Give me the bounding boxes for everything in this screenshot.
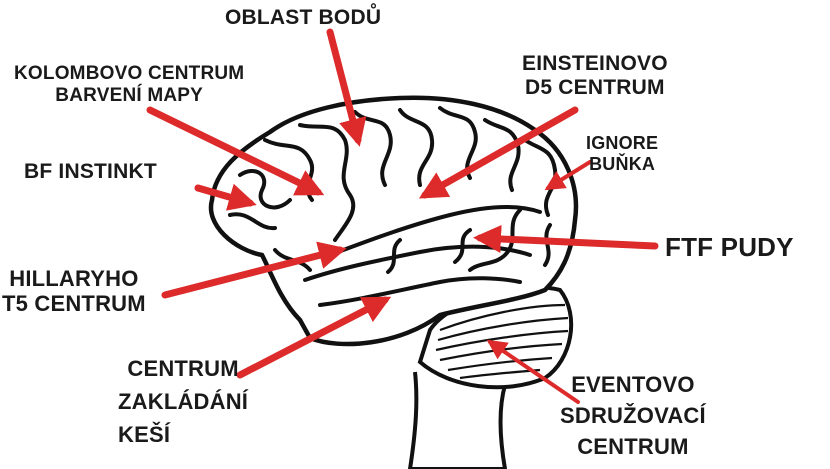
label-ignore-line2: BUŇKA: [589, 153, 656, 174]
label-kolombovo-line1: KOLOMBOVO CENTRUM: [14, 63, 245, 84]
label-oblast-bodu-text: OBLAST BODŮ: [225, 6, 382, 29]
arrow-centrum: [236, 296, 392, 379]
arrow-eventovo: [486, 339, 580, 404]
label-eventovo-line3: CENTRUM: [577, 433, 689, 459]
label-einstein-line1: EINSTEINOVO: [522, 52, 668, 75]
arrow-ignore: [544, 160, 592, 191]
label-einstein-line2: D5 CENTRUM: [525, 76, 665, 100]
arrow-einstein: [418, 106, 579, 199]
label-ignore-line1: IGNORE: [586, 133, 659, 153]
brain-stem: [407, 371, 508, 469]
label-centrum-line3: KEŠÍ: [118, 422, 171, 447]
label-bf-instinkt: BF INSTINKT: [24, 160, 157, 184]
label-eventovo-line1: EVENTOVO: [571, 372, 695, 397]
label-ftf-text: FTF PUDY: [665, 232, 794, 262]
arrow-hillary: [161, 241, 347, 299]
arrow-oblast-bodu: [326, 28, 367, 147]
arrow-ftf: [473, 224, 659, 253]
label-centrum-zakladani: CENTRUM ZAKLÁDÁNÍ KEŠÍ: [118, 352, 248, 451]
label-eventovo: EVENTOVO SDRUŽOVACÍ CENTRUM: [560, 370, 706, 462]
arrow-kolombovo: [146, 106, 325, 196]
label-oblast-bodu: OBLAST BODŮ: [225, 6, 381, 30]
label-centrum-line2: ZAKLÁDÁNÍ: [118, 389, 249, 414]
annotation-arrows: [146, 28, 659, 404]
brain-illustration: [208, 95, 579, 469]
label-einstein: EINSTEINOVO D5 CENTRUM: [522, 52, 668, 100]
arrow-bf: [194, 183, 257, 211]
label-ignore: IGNORE BUŇKA: [586, 133, 658, 174]
label-eventovo-line2: SDRUŽOVACÍ: [560, 402, 706, 428]
label-bf-text: BF INSTINKT: [24, 160, 157, 183]
label-hillary-line2: T5 CENTRUM: [2, 291, 146, 317]
label-centrum-line1: CENTRUM: [127, 356, 239, 381]
label-ftf-pudy: FTF PUDY: [665, 232, 794, 263]
label-hillary-line1: HILLARYHO: [9, 266, 139, 291]
label-kolombovo-line2: BARVENÍ MAPY: [55, 84, 204, 106]
label-hillaryho: HILLARYHO T5 CENTRUM: [2, 266, 146, 317]
label-kolombovo: KOLOMBOVO CENTRUM BARVENÍ MAPY: [14, 63, 244, 107]
